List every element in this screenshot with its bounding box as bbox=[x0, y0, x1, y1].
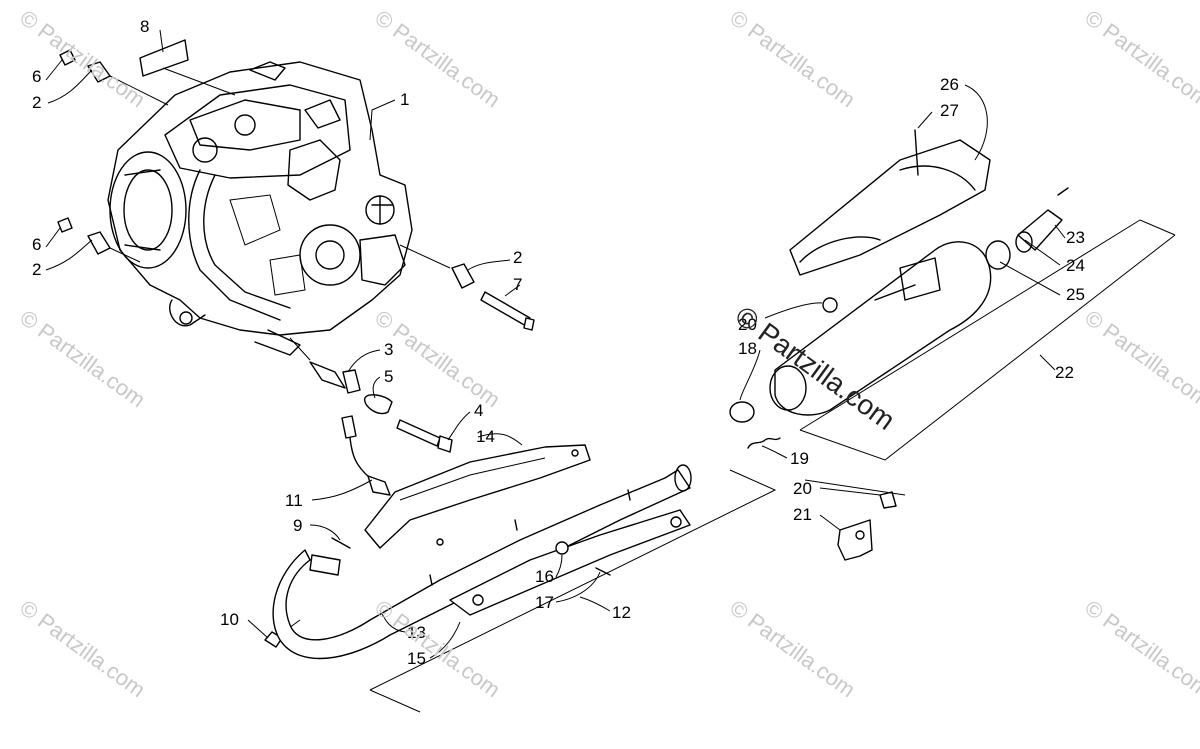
callout-18: 18 bbox=[738, 339, 757, 358]
callout-8: 8 bbox=[140, 17, 149, 36]
callout-26: 26 bbox=[940, 75, 959, 94]
muffler[interactable] bbox=[769, 241, 992, 416]
mount-right[interactable] bbox=[399, 244, 535, 331]
callout-1: 1 bbox=[400, 90, 409, 109]
callout-24: 24 bbox=[1066, 256, 1085, 275]
callout-19: 19 bbox=[790, 449, 809, 468]
callout-20: 20 bbox=[793, 479, 812, 498]
screw-27[interactable] bbox=[914, 129, 919, 176]
leader-lines bbox=[45, 29, 1066, 659]
heat-shield-upper[interactable] bbox=[364, 444, 591, 549]
gasket-9[interactable] bbox=[331, 537, 351, 549]
group-box-22 bbox=[799, 219, 1176, 461]
callout-2: 2 bbox=[32, 93, 41, 112]
engine-assembly[interactable] bbox=[107, 61, 413, 356]
callout-25: 25 bbox=[1066, 285, 1085, 304]
callout-6: 6 bbox=[32, 235, 41, 254]
callout-12: 12 bbox=[612, 603, 631, 622]
callout-13: 13 bbox=[407, 623, 426, 642]
mount-lower-left[interactable] bbox=[57, 217, 141, 263]
callout-9: 9 bbox=[293, 516, 302, 535]
mount-front[interactable] bbox=[289, 337, 453, 453]
callout-3: 3 bbox=[384, 340, 393, 359]
callout-2: 2 bbox=[513, 248, 522, 267]
grommet-20-upper[interactable] bbox=[822, 297, 838, 313]
gasket-18[interactable] bbox=[729, 401, 755, 423]
callout-10: 10 bbox=[220, 610, 239, 629]
callout-2: 2 bbox=[32, 260, 41, 279]
callout-20: 20 bbox=[738, 315, 757, 334]
callout-5: 5 bbox=[384, 367, 393, 386]
callout-23: 23 bbox=[1066, 228, 1085, 247]
callout-16: 16 bbox=[535, 567, 554, 586]
mount-upper-left[interactable] bbox=[59, 49, 169, 106]
heat-shield-lower[interactable] bbox=[449, 509, 691, 616]
callout-15: 15 bbox=[407, 649, 426, 668]
spring-19[interactable] bbox=[747, 437, 781, 449]
head-pipe[interactable] bbox=[272, 464, 692, 660]
callout-22: 22 bbox=[1055, 363, 1074, 382]
muffler-heat-shield[interactable] bbox=[789, 139, 991, 276]
callout-7: 7 bbox=[513, 275, 522, 294]
washer-16[interactable] bbox=[555, 541, 569, 555]
bracket-21[interactable] bbox=[837, 519, 873, 561]
oxygen-sensor[interactable] bbox=[341, 415, 391, 496]
decal-8[interactable] bbox=[139, 39, 189, 77]
screw-17[interactable] bbox=[595, 567, 611, 576]
callout-14: 14 bbox=[476, 427, 495, 446]
callout-4: 4 bbox=[474, 401, 483, 420]
callout-21: 21 bbox=[793, 505, 812, 524]
callout-6: 6 bbox=[32, 67, 41, 86]
spark-arrester[interactable] bbox=[985, 187, 1069, 270]
group-box-12 bbox=[369, 469, 777, 713]
callout-11: 11 bbox=[285, 491, 303, 510]
callout-labels: 1 8 6 2 6 2 2 7 3 5 4 14 11 9 10 13 15 1… bbox=[32, 17, 1085, 668]
grommet-20-lower[interactable] bbox=[879, 491, 897, 509]
callout-27: 27 bbox=[940, 101, 959, 120]
callout-17: 17 bbox=[535, 593, 554, 612]
